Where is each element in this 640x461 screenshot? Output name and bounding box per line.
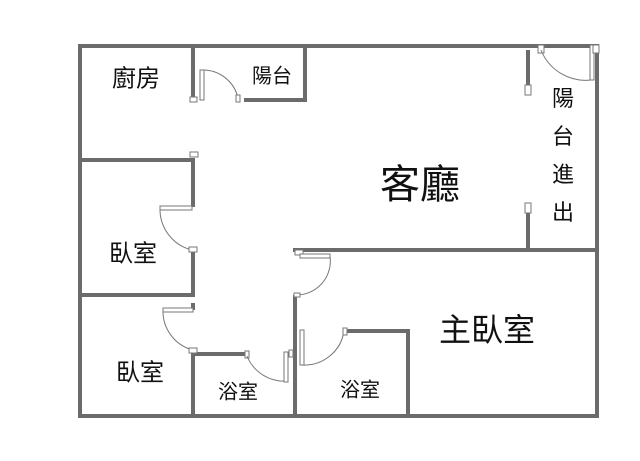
door-jamb <box>189 96 198 103</box>
master-bedroom-label: 主臥室 <box>438 311 536 349</box>
balcony-label: 陽台 <box>252 63 292 88</box>
living-room-label: 客廳 <box>380 162 460 208</box>
balcony-walls <box>244 44 307 102</box>
kitchen-label: 廚房 <box>112 64 160 93</box>
bedroom-2-label: 臥室 <box>116 358 164 387</box>
bathroom2-walls <box>344 329 410 418</box>
balcony-access-label: 陽台進出 <box>551 87 574 226</box>
door-swing <box>201 69 239 99</box>
bedroom-1-label: 臥室 <box>109 239 157 268</box>
door-leaf <box>159 205 193 211</box>
outer-wall <box>78 44 599 418</box>
bathroom-2-label: 浴室 <box>340 377 380 402</box>
door-leaf <box>199 69 205 101</box>
bathroom-1-label: 浴室 <box>218 379 258 404</box>
